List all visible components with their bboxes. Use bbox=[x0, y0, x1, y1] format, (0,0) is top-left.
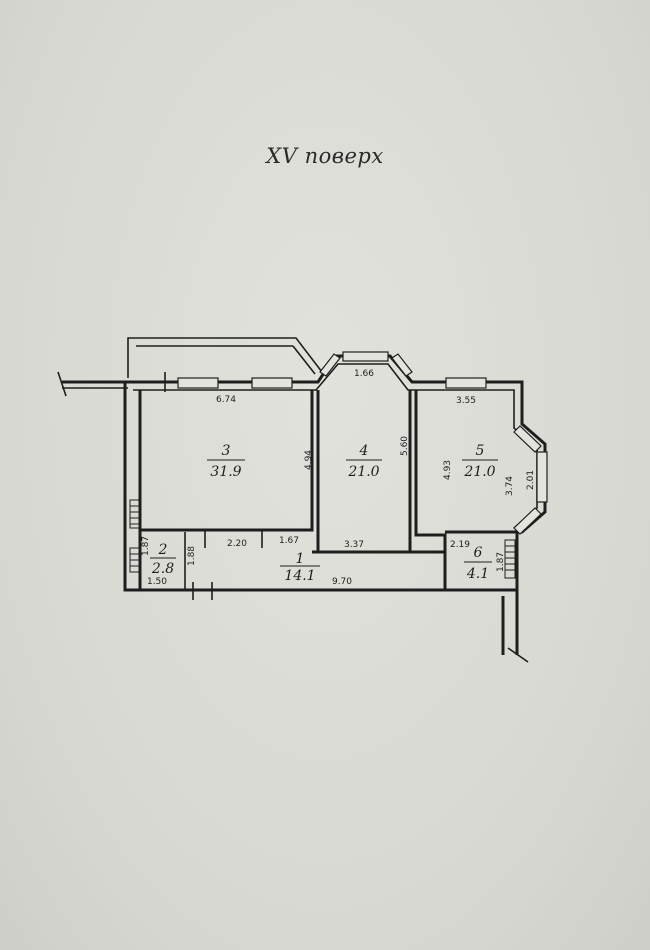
dim-room5-bay: 3.74 bbox=[505, 476, 515, 496]
dim-room4-bottom: 3.37 bbox=[344, 540, 364, 550]
dim-room5-height: 4.93 bbox=[443, 460, 453, 480]
window-room3-b bbox=[251, 377, 293, 389]
vent-shaft-2 bbox=[129, 547, 140, 573]
room3-number: 3 bbox=[222, 443, 231, 459]
balcony-outline bbox=[127, 337, 323, 378]
window-room5-top bbox=[445, 377, 487, 389]
dim-room3-width: 6.74 bbox=[216, 395, 236, 405]
window-room5-bay-a bbox=[513, 425, 542, 453]
dim-room4-height: 5.60 bbox=[400, 436, 410, 456]
dim-room2-height: 1.87 bbox=[141, 536, 151, 556]
balcony-rail-end bbox=[292, 345, 316, 375]
room2-area: 2.8 bbox=[151, 561, 174, 577]
room1-number: 1 bbox=[296, 551, 305, 567]
dim-corridor-top-a: 2.20 bbox=[227, 539, 247, 549]
dim-room6-width: 2.19 bbox=[450, 540, 470, 550]
room3-area: 31.9 bbox=[210, 464, 241, 480]
floor-title: XV поверх bbox=[266, 144, 384, 168]
window-room3-a bbox=[177, 377, 219, 389]
break-mark-left bbox=[57, 371, 67, 397]
window-room5-bay-b bbox=[513, 507, 542, 535]
dim-corridor-left: 1.88 bbox=[187, 546, 197, 566]
dim-room4-top: 1.66 bbox=[354, 369, 374, 379]
room5-walls bbox=[414, 390, 447, 590]
dim-corridor-length: 9.70 bbox=[332, 577, 352, 587]
dim-room2-width: 1.50 bbox=[147, 577, 167, 587]
dim-room5-top: 3.55 bbox=[456, 396, 476, 406]
room2-number: 2 bbox=[158, 542, 168, 558]
dim-room5-bay-window: 2.01 bbox=[526, 470, 536, 490]
room3-walls bbox=[138, 390, 314, 532]
break-mark-right bbox=[507, 647, 529, 663]
window-room4-right bbox=[391, 353, 413, 377]
room1-area: 14.1 bbox=[284, 568, 315, 584]
window-room4-left bbox=[319, 353, 341, 377]
room6-area: 4.1 bbox=[466, 566, 489, 582]
outer-wall bbox=[123, 382, 519, 655]
dim-room3-height: 4.94 bbox=[304, 450, 314, 470]
vent-shaft-3 bbox=[504, 539, 516, 579]
dim-corridor-top-b: 1.67 bbox=[279, 536, 299, 546]
room5-number: 5 bbox=[476, 443, 485, 459]
room5-area: 21.0 bbox=[463, 464, 495, 480]
dim-room6-height: 1.87 bbox=[496, 552, 506, 572]
room6-number: 6 bbox=[474, 545, 483, 561]
window-room5-bay bbox=[536, 451, 548, 503]
room4-number: 4 bbox=[359, 443, 369, 459]
vent-shaft-1 bbox=[129, 499, 140, 529]
window-room4-top bbox=[342, 351, 389, 362]
room4-area: 21.0 bbox=[347, 464, 379, 480]
